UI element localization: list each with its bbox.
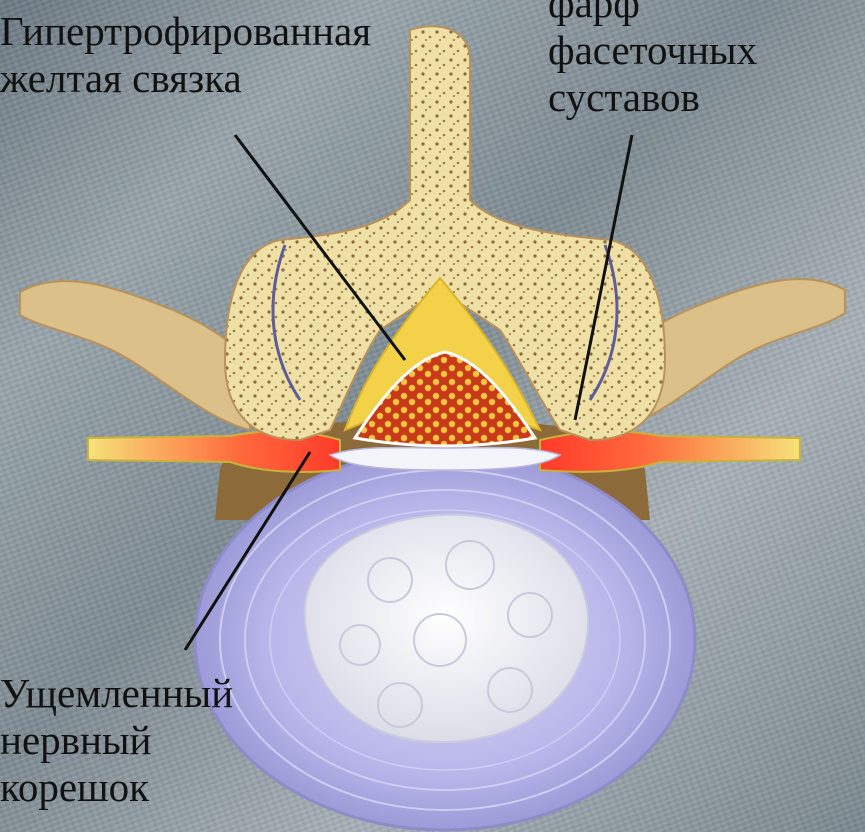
label-facet-joints: фарф фасеточных суставов bbox=[548, 0, 757, 121]
label-ligamentum-flavum: Гипертрофированная желтая связка bbox=[0, 8, 371, 102]
label-nerve-root: Ущемленный нервный корешок bbox=[0, 670, 233, 811]
label-root-line3: корешок bbox=[0, 764, 233, 811]
nucleus-pulposus bbox=[305, 515, 588, 742]
label-root-line2: нервный bbox=[0, 717, 233, 764]
label-facet-line0: фарф bbox=[548, 0, 757, 27]
label-facet-line2: суставов bbox=[548, 74, 757, 121]
label-ligament-line2: желтая связка bbox=[0, 55, 371, 102]
label-root-line1: Ущемленный bbox=[0, 670, 233, 717]
transverse-process-left bbox=[20, 281, 250, 430]
dural-sac bbox=[330, 448, 560, 470]
label-ligament-line1: Гипертрофированная bbox=[0, 8, 371, 55]
label-facet-line1: фасеточных bbox=[548, 27, 757, 74]
